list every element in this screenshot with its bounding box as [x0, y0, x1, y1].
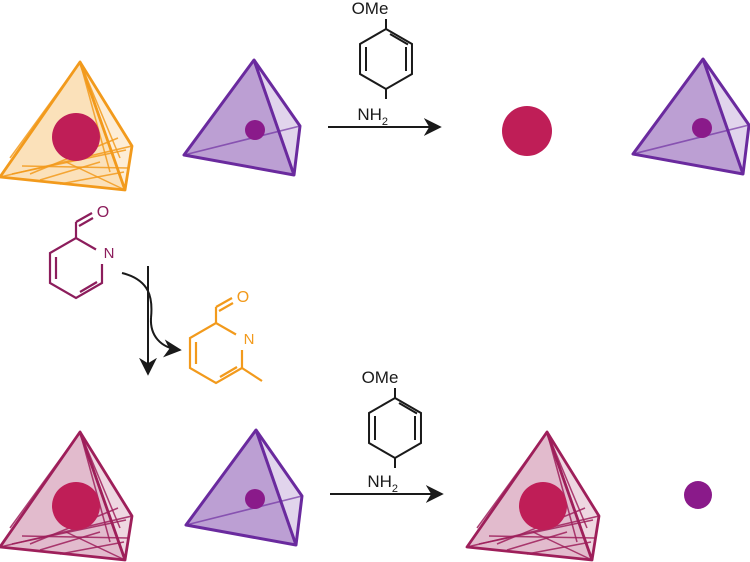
guest-sphere-icon: [245, 120, 265, 140]
guest-sphere-icon: [52, 113, 100, 161]
anisidine-reagent-top: OMe NH2: [352, 0, 413, 128]
cage-guest-complex-orange: [0, 60, 134, 192]
exchange-arrow-icon: [121, 266, 182, 376]
tetrahedron-host-purple-3: [184, 428, 304, 547]
tetrahedron-host-purple-1: [182, 58, 302, 177]
6-methylpyridine-2-carboxaldehyde: N O: [188, 289, 263, 385]
guest-sphere-icon: [692, 118, 712, 138]
released-guest-sphere-small: [684, 481, 712, 509]
cage-guest-complex-crimson-2: [465, 430, 601, 562]
nitrogen-label: N: [104, 245, 115, 262]
nitrogen-label: N: [244, 331, 255, 348]
amine-label: NH2: [357, 105, 388, 128]
guest-sphere-icon: [52, 482, 100, 530]
anisidine-reagent-bottom: OMe NH2: [362, 368, 422, 495]
guest-sphere-icon: [245, 489, 265, 509]
released-guest-sphere: [502, 106, 552, 156]
amine-label: NH2: [367, 472, 398, 495]
oxygen-label: O: [237, 289, 249, 306]
cage-guest-complex-crimson-1: [0, 430, 134, 562]
pyridine-2-carboxaldehyde: N O: [48, 204, 115, 300]
oxygen-label: O: [97, 204, 109, 221]
methoxy-label: OMe: [352, 0, 389, 18]
methoxy-label: OMe: [362, 368, 399, 387]
guest-sphere-icon: [519, 482, 567, 530]
tetrahedron-host-purple-2: [631, 57, 750, 176]
